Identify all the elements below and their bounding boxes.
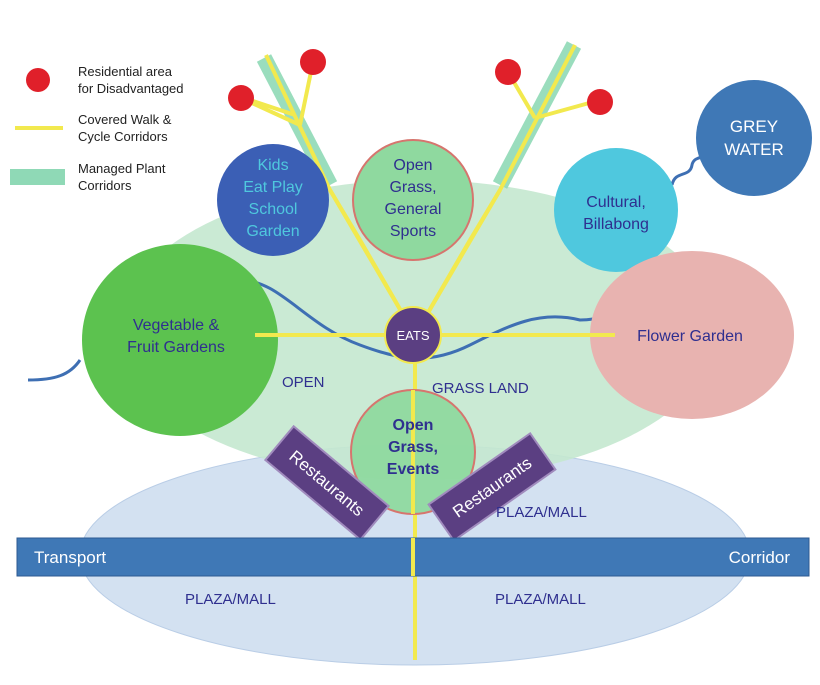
text-line: Garden: [246, 223, 299, 240]
legend-plant-icon: [10, 169, 65, 185]
text-line: Cultural,: [586, 194, 646, 211]
text-line: Sports: [390, 223, 436, 240]
plaza-mall-right-label: PLAZA/MALL: [495, 591, 586, 608]
open-sports-node: [352, 139, 474, 261]
open-area-label: OPEN: [282, 374, 325, 391]
text-line: Grass,: [389, 179, 436, 196]
vegetable-garden-label: Vegetable & Fruit Gardens: [127, 317, 225, 356]
text-line: Covered Walk &: [78, 112, 172, 127]
text-line: for Disadvantaged: [78, 81, 184, 96]
flower-garden-label: Flower Garden: [637, 328, 743, 345]
legend-residential-label: Residential area for Disadvantaged: [78, 64, 184, 96]
text-line: Cycle Corridors: [78, 129, 168, 144]
residential-dot: [587, 89, 613, 115]
text-line: Open: [393, 157, 432, 174]
legend-walk-label: Covered Walk & Cycle Corridors: [78, 112, 172, 144]
residential-dot: [300, 49, 326, 75]
legend: Residential area for Disadvantaged Covere…: [10, 64, 184, 193]
text-line: Billabong: [583, 216, 649, 233]
text-line: Grass,: [388, 439, 438, 456]
transport-label: Transport: [34, 548, 106, 567]
text-line: Events: [387, 461, 440, 478]
plaza-mall-upper-label: PLAZA/MALL: [496, 504, 587, 521]
grey-water-label: GREY WATER: [724, 117, 784, 159]
grey-water-node: [696, 80, 812, 196]
residential-dot: [495, 59, 521, 85]
plaza-mall-left-label: PLAZA/MALL: [185, 591, 276, 608]
legend-residential-icon: [26, 68, 50, 92]
text-line: General: [385, 201, 442, 218]
text-line: Managed Plant: [78, 161, 166, 176]
text-line: Vegetable &: [133, 317, 220, 334]
residential-dot: [228, 85, 254, 111]
kids-garden-node: [217, 144, 329, 256]
eats-node: [384, 306, 442, 364]
text-line: Fruit Gardens: [127, 339, 225, 356]
text-line: Corridors: [78, 178, 132, 193]
text-line: School: [249, 201, 298, 218]
text-line: Kids: [257, 157, 288, 174]
vegetable-garden-node: [82, 244, 278, 436]
cultural-billabong-node: [554, 148, 678, 272]
text-line: Eat Play: [243, 179, 303, 196]
text-line: Residential area: [78, 64, 173, 79]
flower-garden-node: [590, 251, 794, 419]
corridor-label: Corridor: [729, 548, 791, 567]
eats-label: EATS: [397, 328, 430, 343]
text-line: Open: [393, 417, 434, 434]
text-line: WATER: [724, 140, 784, 159]
cultural-billabong-label: Cultural, Billabong: [583, 194, 649, 233]
grass-land-label: GRASS LAND: [432, 380, 529, 397]
text-line: GREY: [730, 117, 778, 136]
